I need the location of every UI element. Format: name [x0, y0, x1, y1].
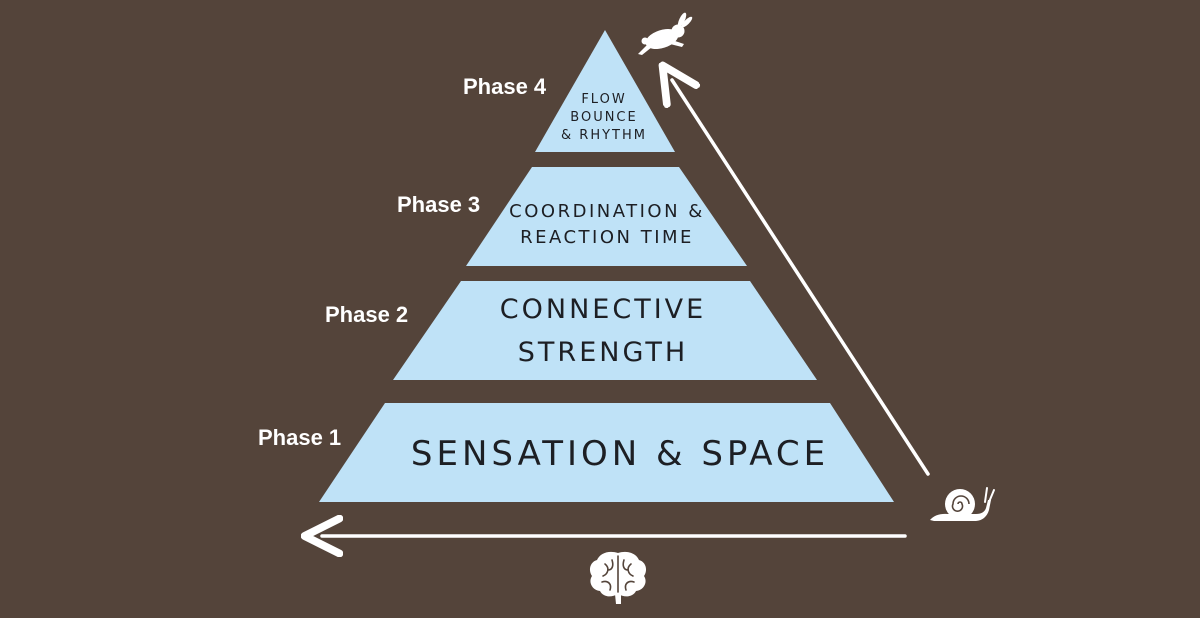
tier-phase-1-line-1: SENSATION & SPACE: [411, 434, 829, 474]
tier-phase-2: CONNECTIVE STRENGTH Phase 2: [325, 281, 817, 380]
phase-4-label: Phase 4: [463, 74, 547, 99]
tier-phase-4-line-3: & RHYTHM: [561, 128, 647, 143]
tier-phase-4-line-1: FLOW: [581, 92, 626, 107]
tier-phase-4-line-2: BOUNCE: [570, 110, 637, 125]
tier-phase-2-line-2: STRENGTH: [518, 337, 688, 368]
brain-icon: [589, 551, 647, 604]
tier-phase-1: SENSATION & SPACE Phase 1: [258, 403, 894, 502]
tier-phase-2-line-1: CONNECTIVE: [500, 294, 706, 325]
rabbit-icon: [638, 12, 693, 55]
tier-phase-3-shape: [466, 167, 747, 266]
tier-phase-3: COORDINATION & REACTION TIME Phase 3: [397, 167, 747, 266]
tier-phase-3-line-2: REACTION TIME: [520, 227, 694, 248]
tier-phase-3-line-1: COORDINATION &: [509, 201, 705, 222]
tier-phase-4-shape: [535, 30, 675, 152]
phase-1-label: Phase 1: [258, 425, 341, 450]
tier-phase-2-shape: [393, 281, 817, 380]
speed-arrow: [672, 80, 930, 476]
snail-icon: [930, 487, 995, 521]
tier-phase-4: FLOW BOUNCE & RHYTHM Phase 4: [463, 30, 675, 152]
phase-2-label: Phase 2: [325, 302, 408, 327]
phase-3-label: Phase 3: [397, 192, 480, 217]
tier-phase-1-shape: [319, 403, 894, 502]
